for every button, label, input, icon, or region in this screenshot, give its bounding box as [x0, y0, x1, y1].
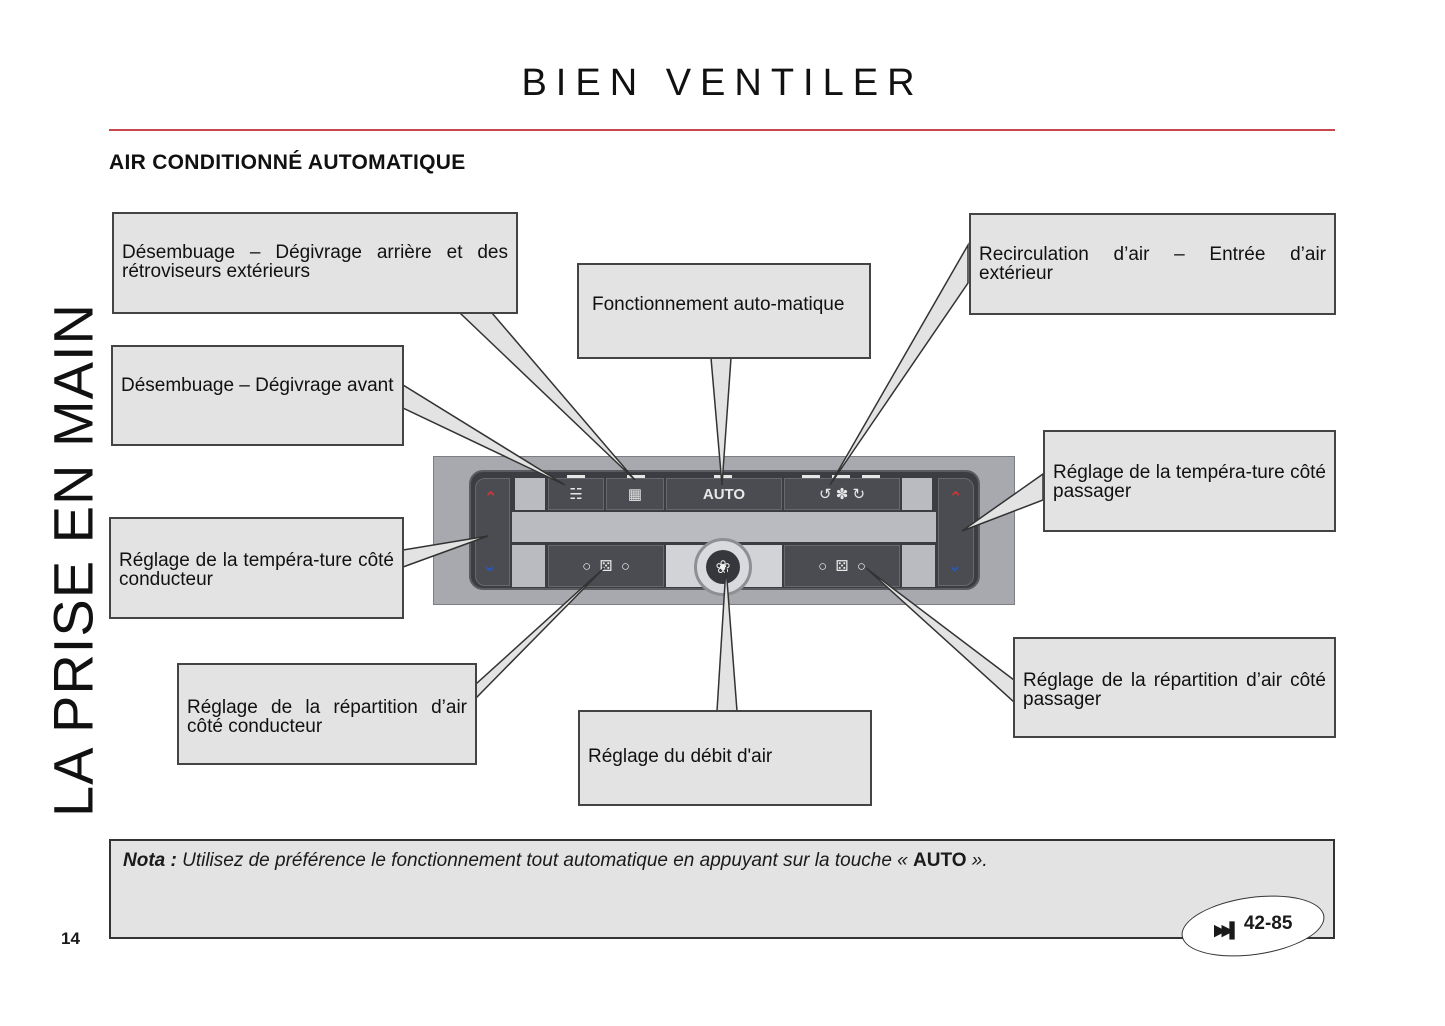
callout-dist-passenger: Réglage de la répartition d’air côté pas…: [1013, 637, 1336, 738]
callout-dist-driver: Réglage de la répartition d’air côté con…: [177, 663, 477, 765]
note-label: Nota :: [123, 850, 177, 871]
leader-temp-driver: [402, 535, 489, 569]
temp-down-icon[interactable]: ⌄: [483, 558, 497, 575]
leader-recirculation: [829, 242, 969, 486]
recirculation-icon: ↺ ✽ ↻: [818, 486, 866, 503]
indicator-led: [627, 475, 645, 478]
callout-temp-passenger: Réglage de la tempéra-ture côté passager: [1043, 430, 1336, 532]
temp-up-icon[interactable]: ⌃: [949, 490, 963, 507]
seat-airflow-icon: ○ ⚄ ○: [582, 558, 630, 575]
front-defrost-icon: ☵: [569, 486, 583, 503]
indicator-led: [802, 475, 820, 478]
note-key: AUTO: [913, 850, 967, 871]
leader-dist-driver: [475, 567, 605, 700]
callout-rear-defrost: Désembuage – Dégivrage arrière et des ré…: [112, 212, 518, 314]
fan-speed-knob[interactable]: ❀: [694, 538, 752, 596]
fan-icon: ❀: [706, 550, 740, 584]
section-heading: AIR CONDITIONNÉ AUTOMATIQUE: [109, 151, 466, 174]
panel-slot: [512, 512, 936, 542]
callout-temp-driver: Réglage de la tempéra-ture côté conducte…: [109, 517, 404, 619]
callout-auto: Fonctionnement auto-matique: [577, 263, 871, 359]
note-box: Nota : Utilisez de préférence le fonctio…: [109, 839, 1335, 939]
indicator-led: [862, 475, 880, 478]
page-reference: 42-85: [1243, 912, 1293, 934]
indicator-led: [832, 475, 850, 478]
temp-up-icon[interactable]: ⌃: [484, 490, 498, 507]
rear-defrost-icon: ▦: [627, 486, 643, 503]
front-defrost-button[interactable]: ☵: [548, 478, 604, 510]
temp-down-icon[interactable]: ⌄: [948, 558, 962, 575]
panel-slot: [512, 545, 545, 587]
leader-airflow: [716, 566, 738, 712]
leader-temp-passenger: [961, 472, 1044, 532]
passenger-temp-control[interactable]: [938, 478, 974, 586]
leader-auto: [710, 357, 732, 486]
note-end: ».: [966, 850, 988, 871]
auto-button[interactable]: AUTO: [666, 478, 782, 510]
panel-slot: [902, 545, 935, 587]
note-text: Utilisez de préférence le fonctionnement…: [176, 850, 914, 871]
leader-front-defrost: [402, 383, 566, 486]
title-rule: [109, 129, 1335, 131]
passenger-air-distribution-control[interactable]: ○ ⚄ ○: [784, 545, 900, 587]
driver-air-distribution-control[interactable]: ○ ⚄ ○: [548, 545, 664, 587]
page-number: 14: [61, 929, 80, 948]
panel-slot: [902, 478, 932, 510]
indicator-led: [567, 475, 585, 478]
callout-airflow: Réglage du débit d'air: [578, 710, 872, 806]
panel-slot: [515, 478, 545, 510]
seat-airflow-icon: ○ ⚄ ○: [818, 558, 866, 575]
driver-temp-control[interactable]: [475, 478, 510, 586]
skip-forward-icon: ▶▶▌: [1214, 921, 1236, 939]
recirculation-button[interactable]: ↺ ✽ ↻: [784, 478, 900, 510]
callout-recirculation: Recirculation d’air – Entrée d’air extér…: [969, 213, 1336, 315]
page-title: BIEN VENTILER: [521, 62, 924, 104]
callout-front-defrost: Désembuage – Dégivrage avant: [111, 345, 404, 446]
leader-dist-passenger: [865, 567, 1015, 704]
rear-defrost-button[interactable]: ▦: [606, 478, 664, 510]
